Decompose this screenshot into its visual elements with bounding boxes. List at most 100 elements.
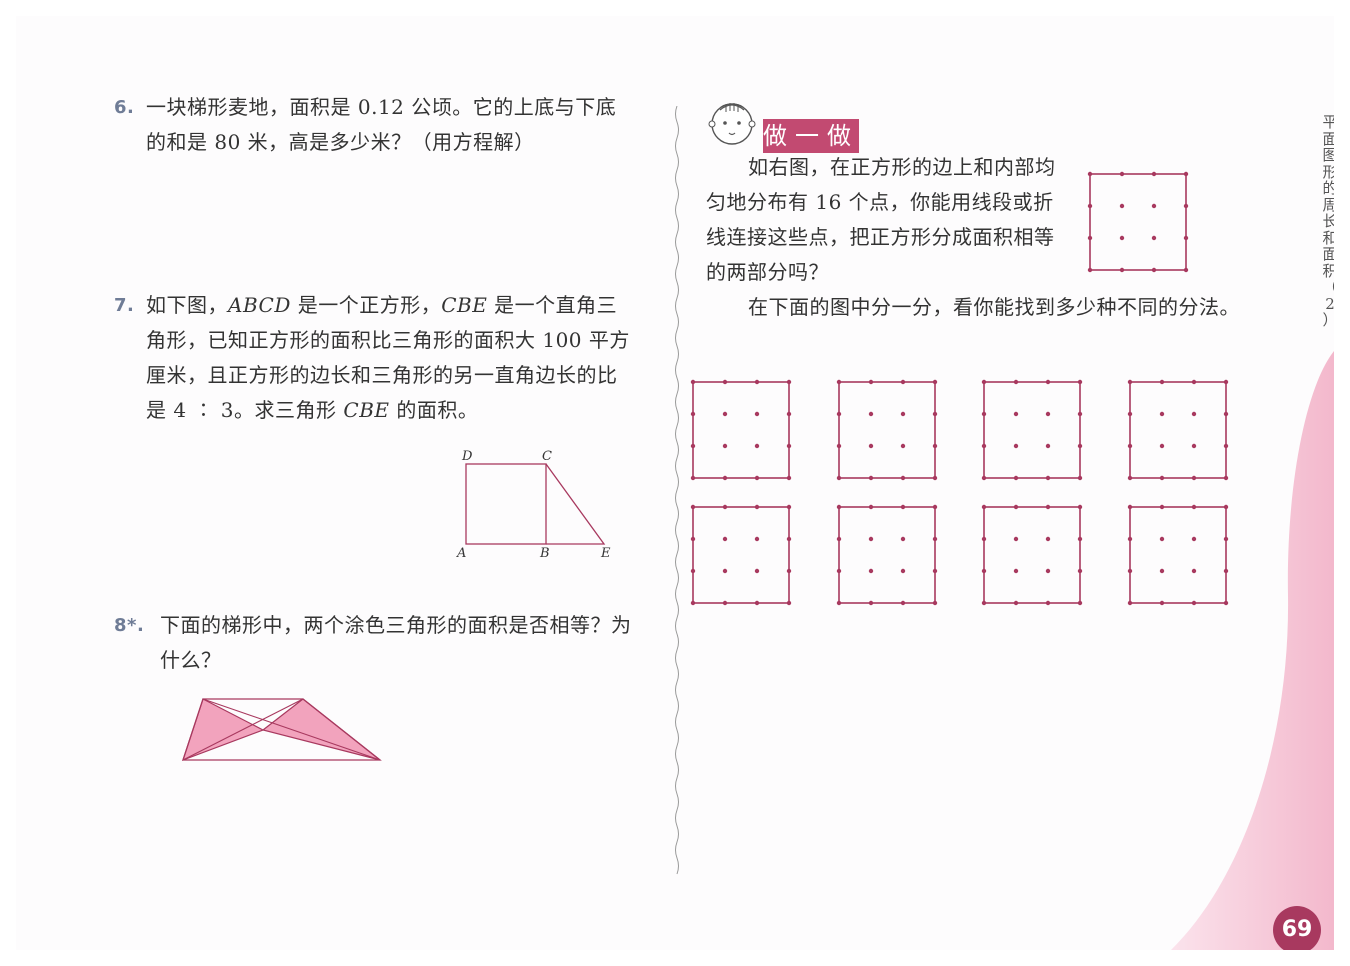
grid-dot xyxy=(1159,536,1164,542)
grid-dot xyxy=(932,504,937,510)
grid-dot xyxy=(1159,600,1164,606)
grid-dot xyxy=(1077,568,1083,574)
grid-dot xyxy=(1045,443,1051,449)
grid-dot xyxy=(690,600,696,606)
grid-dot xyxy=(690,504,696,510)
problem-number: 8*. xyxy=(114,615,145,636)
label-a: A xyxy=(456,546,466,561)
grid-dot xyxy=(836,536,841,542)
grid-dot xyxy=(1127,443,1132,449)
grid-dot xyxy=(786,568,792,574)
text-part: ABCD xyxy=(228,293,291,317)
diagonal xyxy=(182,698,304,761)
side-char: 周 xyxy=(1322,195,1334,214)
grid-dot xyxy=(1077,600,1083,606)
grid-dot xyxy=(981,536,987,542)
label-b: B xyxy=(539,546,550,561)
grid-dot xyxy=(900,443,905,449)
grid-dot xyxy=(868,475,873,481)
square-border xyxy=(1128,506,1227,604)
grid-dot xyxy=(722,536,728,542)
grid-dot xyxy=(754,475,760,481)
grid-dot xyxy=(868,600,873,606)
grid-dot xyxy=(1223,568,1228,574)
side-char: 和 xyxy=(1322,228,1334,247)
grid-dot xyxy=(786,536,792,542)
grid-dot xyxy=(690,379,696,385)
grid-dot xyxy=(1191,568,1196,574)
workbook-page: 6. 一块梯形麦地，面积是 0.12 公顷。它的上底与下底的和是 80 米，高是… xyxy=(16,16,1334,950)
shaded-triangle-right xyxy=(261,698,381,761)
grid-dot xyxy=(1013,568,1019,574)
text-part: 是一个直角三角形，已知正方形的面积比三角形的面积大 100 平方厘米，且正方形的… xyxy=(146,293,630,422)
grid-dot xyxy=(900,568,905,574)
grid-dot xyxy=(1127,504,1132,510)
grid-dot xyxy=(1077,379,1083,385)
section-title: 做一做 xyxy=(763,119,859,153)
grid-dot xyxy=(1191,475,1196,481)
grid-dot xyxy=(1183,171,1189,177)
grid-dot xyxy=(1183,235,1189,241)
grid-dot xyxy=(932,443,937,449)
grid-dot xyxy=(836,504,841,510)
grid-dot xyxy=(1127,379,1132,385)
grid-dot xyxy=(1045,568,1051,574)
practice-dot-square[interactable] xyxy=(1126,503,1230,607)
grid-dot xyxy=(1127,411,1132,417)
grid-dot xyxy=(754,600,760,606)
practice-dot-square[interactable] xyxy=(835,503,939,607)
square-border xyxy=(837,381,936,479)
grid-dot xyxy=(932,411,937,417)
grid-dot xyxy=(690,536,696,542)
practice-dot-square[interactable] xyxy=(689,378,793,482)
grid-dot xyxy=(1077,504,1083,510)
grid-dot xyxy=(1159,379,1164,385)
grid-dot xyxy=(722,443,728,449)
grid-dot xyxy=(690,411,696,417)
grid-dot xyxy=(1119,235,1125,241)
grid-dot xyxy=(786,379,792,385)
grid-dot xyxy=(1077,475,1083,481)
side-char: 面 xyxy=(1322,129,1334,148)
grid-dot xyxy=(1151,267,1157,273)
practice-dot-square[interactable] xyxy=(1126,378,1230,482)
grid-dot xyxy=(1151,171,1157,177)
grid-dot xyxy=(1191,443,1196,449)
trapezoid-figure xyxy=(182,698,382,762)
grid-dot xyxy=(1013,379,1019,385)
grid-dot xyxy=(1119,203,1125,209)
chapter-side-title: 平 面 图 形 的 周 长 和 面 积 （ 2 ） xyxy=(1319,114,1334,329)
grid-dot xyxy=(786,443,792,449)
shaded-triangle-left xyxy=(182,698,265,762)
problem-number: 7. xyxy=(114,295,135,316)
grid-dot xyxy=(868,411,873,417)
practice-dot-square[interactable] xyxy=(689,503,793,607)
text-part: 的面积。 xyxy=(389,398,479,422)
side-char: 图 xyxy=(1322,146,1334,164)
grid-dot xyxy=(1045,411,1051,417)
square-border xyxy=(692,381,790,479)
grid-dot xyxy=(722,379,728,385)
grid-dot xyxy=(1159,443,1164,449)
grid-dot xyxy=(836,475,841,481)
grid-dot xyxy=(981,475,987,481)
boy-face-icon xyxy=(708,103,756,145)
grid-dot xyxy=(836,568,841,574)
grid-dot xyxy=(1223,443,1228,449)
grid-dot xyxy=(900,379,905,385)
grid-dot xyxy=(1127,568,1132,574)
problem-text: 如下图，ABCD 是一个正方形，CBE 是一个直角三角形，已知正方形的面积比三角… xyxy=(114,288,634,428)
diagonal xyxy=(202,698,381,761)
grid-dot xyxy=(1159,504,1164,510)
grid-dot xyxy=(1151,203,1157,209)
practice-dot-square[interactable] xyxy=(980,503,1084,607)
side-char: 面 xyxy=(1322,245,1334,263)
practice-dot-square[interactable] xyxy=(835,378,939,482)
grid-dot xyxy=(981,568,987,574)
activity-instructions: 如右图，在正方形的边上和内部均匀地分布有 16 个点，你能用线段或折线连接这些点… xyxy=(706,155,1056,284)
practice-dot-square[interactable] xyxy=(980,378,1084,482)
grid-dot xyxy=(932,475,937,481)
grid-dot xyxy=(1013,443,1019,449)
grid-dot xyxy=(1127,600,1132,606)
label-d: D xyxy=(461,449,473,464)
